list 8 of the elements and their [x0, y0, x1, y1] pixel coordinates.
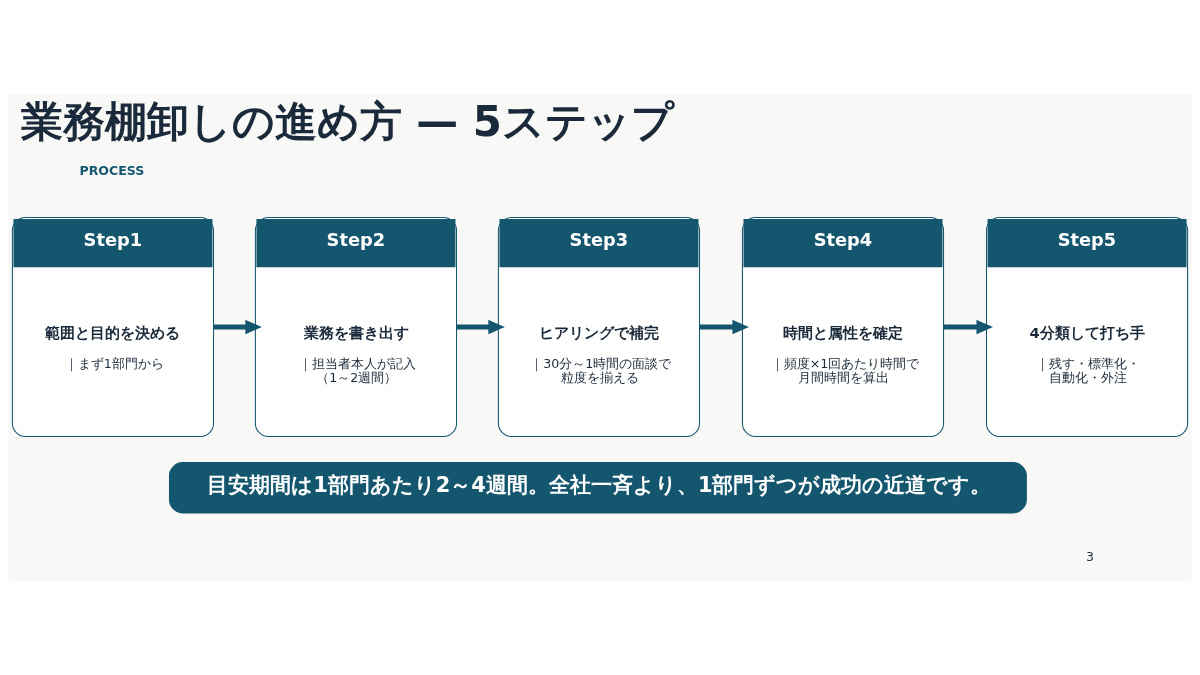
- node-box: 目安期間は1部門あたり2～4週間。全社一斉より、1部門ずつが成功の近道です。: [169, 461, 1027, 513]
- label: PROCESS: [79, 162, 145, 178]
- diagram-title: 業務棚卸しの進め方 — 5ステップ: [20, 96, 674, 146]
- arrow: [699, 319, 749, 334]
- arrow: [943, 319, 993, 334]
- arrow: [456, 319, 505, 334]
- label: 3: [1086, 548, 1094, 564]
- arrow: [213, 319, 262, 334]
